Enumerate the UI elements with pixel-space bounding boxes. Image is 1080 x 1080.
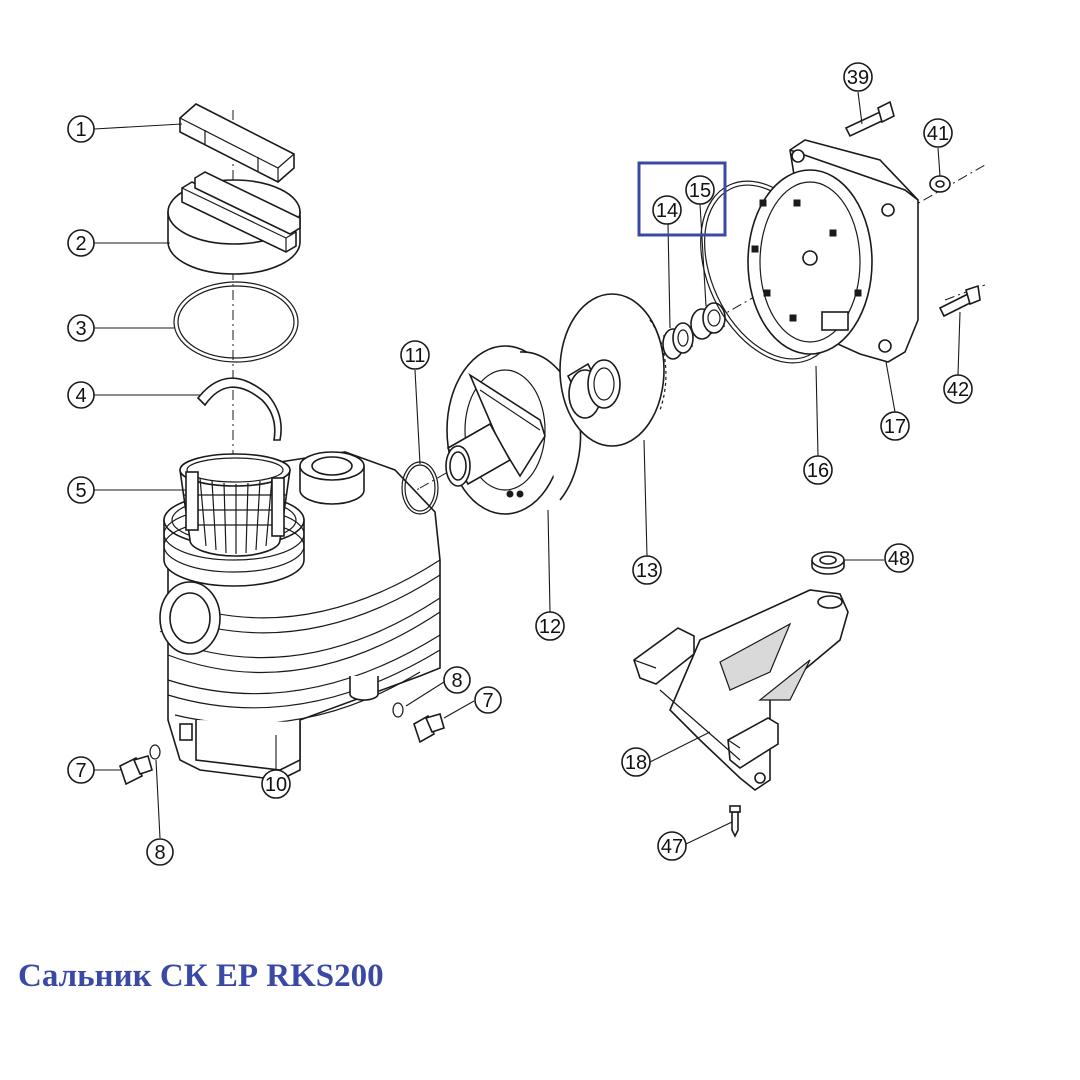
callout-7-right: 7 [474,686,502,714]
callout-5: 5 [67,476,95,504]
part-48-rubber-bushing [811,551,845,575]
callout-label: 42 [947,379,969,401]
callout-label: 18 [625,752,647,774]
callout-11: 11 [400,340,430,370]
callout-label: 14 [656,200,678,222]
part-4-retaining-clip [196,377,282,441]
part-7-drain-plug-right [413,713,445,744]
callout-label: 4 [75,385,86,407]
part-41-washer [929,175,951,193]
part-1-lid-handle [179,103,295,183]
callout-label: 16 [807,460,829,482]
callout-47: 47 [657,831,687,861]
callout-label: 1 [75,119,86,141]
callout-41: 41 [923,118,953,148]
part-13-impeller [559,293,667,447]
callout-label: 11 [405,345,426,367]
part-2-strainer-lid [167,171,301,275]
callout-label: 10 [265,774,287,796]
callout-label: 41 [927,123,949,145]
callout-label: 3 [75,318,86,340]
callout-13: 13 [632,555,662,585]
callout-12: 12 [535,611,565,641]
callout-10: 10 [261,769,291,799]
part-47-screw [729,805,741,838]
part-14-seal-ring [662,322,694,360]
callout-label: 13 [636,560,658,582]
callout-label: 7 [75,760,86,782]
callout-label: 2 [75,233,86,255]
part-15-seal-rotary [690,302,726,340]
callout-1: 1 [67,115,95,143]
callout-16: 16 [803,455,833,485]
part-39-bolt [844,100,895,138]
callout-39: 39 [843,62,873,92]
callout-8-left: 8 [146,838,174,866]
part-3-lid-oring [173,281,299,363]
callout-label: 12 [539,616,561,638]
callout-4: 4 [67,381,95,409]
callout-label: 7 [482,690,493,712]
callout-42: 42 [943,374,973,404]
part-8-plug-oring-right [392,702,404,718]
callout-label: 8 [154,842,165,864]
part-7-drain-plug-left [119,755,153,786]
leader-lines [93,91,961,845]
callout-label: 15 [689,180,711,202]
highlight-box [637,161,727,237]
callout-15: 15 [685,175,715,205]
callout-14: 14 [652,195,682,225]
part-17-seal-plate [747,139,919,363]
page-title: Сальник СК ЕР RKS200 [18,958,384,994]
callout-label: 17 [884,416,906,438]
part-18-motor-support [633,589,849,791]
callout-label: 47 [661,836,683,858]
callout-label: 39 [847,67,869,89]
callout-3: 3 [67,314,95,342]
part-5-strainer-basket [179,453,291,557]
callout-18: 18 [621,747,651,777]
callout-7-left: 7 [67,756,95,784]
part-42-bolt [938,284,981,318]
callout-48: 48 [884,543,914,573]
callout-8-right: 8 [443,666,471,694]
callout-2: 2 [67,229,95,257]
callout-label: 8 [451,670,462,692]
callout-label: 48 [888,548,910,570]
part-8-plug-oring-left [149,744,161,760]
callout-label: 5 [75,480,86,502]
callout-17: 17 [880,411,910,441]
